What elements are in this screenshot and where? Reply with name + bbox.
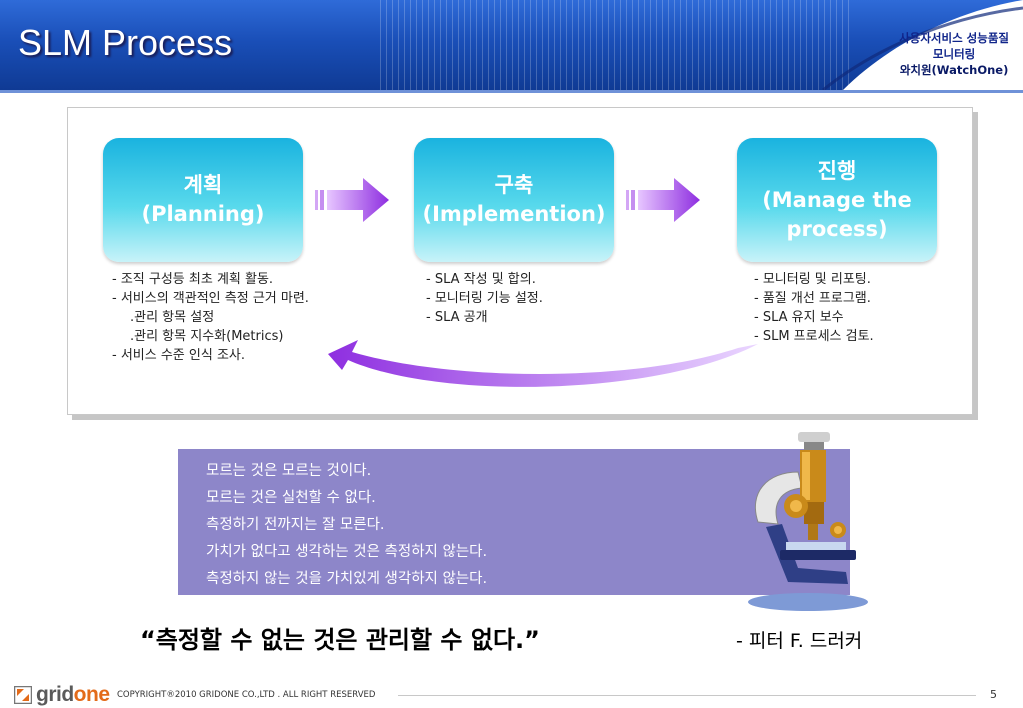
quote-line: 측정하기 전까지는 잘 모른다.	[206, 517, 385, 533]
logo-text-grid: grid	[36, 683, 74, 706]
planning-desc-item: - 서비스의 객관적인 측정 근거 마련.	[112, 291, 309, 306]
header-stripes	[380, 0, 850, 90]
step-planning-title: 계획	[183, 173, 223, 197]
cycle-return-arrow-icon	[328, 340, 758, 387]
step-implementation-box: 구축 (Implemention)	[414, 138, 614, 262]
step-implementation-subtitle: (Implemention)	[422, 202, 606, 226]
manage-description: - 모니터링 및 리포팅. - 품질 개선 프로그램. - SLA 유지 보수 …	[754, 270, 874, 346]
quote-author: - 피터 F. 드러커	[736, 630, 863, 652]
quote-lines: 모르는 것은 모르는 것이다. 모르는 것은 실천할 수 없다. 측정하기 전까…	[206, 458, 487, 593]
manage-desc-item: - 품질 개선 프로그램.	[754, 291, 871, 306]
step-manage-title: 진행	[817, 158, 857, 183]
microscope-icon	[748, 432, 868, 611]
step-planning-box: 계획 (Planning)	[103, 138, 303, 262]
implementation-desc-item: - 모니터링 기능 설정.	[426, 291, 543, 306]
manage-desc-item: - SLA 유지 보수	[754, 310, 844, 325]
planning-desc-item: - 서비스 수준 인식 조사.	[112, 348, 245, 363]
planning-desc-subitem: .관리 항목 지수화(Metrics)	[130, 329, 284, 344]
logo-text-one: one	[73, 683, 110, 706]
brand-line-3: 와치원(WatchOne)	[899, 63, 1009, 77]
planning-desc-subitem: .관리 항목 설정	[130, 310, 215, 325]
step-manage-subtitle-2: process)	[786, 216, 888, 241]
planning-description: - 조직 구성등 최초 계획 활동. - 서비스의 객관적인 측정 근거 마련.…	[112, 270, 309, 365]
right-arrow-icon	[315, 178, 389, 222]
step-implementation-title: 구축	[494, 173, 534, 197]
gridone-logo-text: gridone	[36, 683, 110, 707]
gridone-logo-mark-icon	[14, 686, 32, 704]
manage-desc-item: - SLM 프로세스 검토.	[754, 329, 874, 344]
quote-line: 측정하지 않는 것을 가치있게 생각하지 않는다.	[206, 571, 488, 587]
header-banner: SLM Process 사용자서비스 성능품질 모니터링 와치원(WatchOn…	[0, 0, 1023, 90]
quote-line: 가치가 없다고 생각하는 것은 측정하지 않는다.	[206, 544, 488, 560]
manage-desc-item: - 모니터링 및 리포팅.	[754, 272, 871, 287]
header-divider	[0, 90, 1023, 93]
page-title: SLM Process	[18, 22, 233, 63]
main-quote: “측정할 수 없는 것은 관리할 수 없다.”	[140, 626, 540, 654]
quote-line: 모르는 것은 실천할 수 없다.	[206, 490, 376, 506]
header-swoosh-graphic	[822, 0, 1023, 90]
step-manage-box: 진행 (Manage the process)	[737, 138, 937, 262]
copyright-text: COPYRIGHT®2010 GRIDONE CO.,LTD . ALL RIG…	[117, 690, 376, 700]
implementation-desc-item: - SLA 공개	[426, 310, 488, 325]
implementation-desc-item: - SLA 작성 및 합의.	[426, 272, 536, 287]
gridone-logo: gridone	[14, 683, 110, 707]
page-number: 5	[990, 688, 997, 701]
quote-line: 모르는 것은 모르는 것이다.	[206, 463, 372, 479]
footer-divider	[398, 695, 976, 696]
step-manage-subtitle-1: (Manage the	[762, 187, 912, 212]
right-arrow-icon	[626, 178, 700, 222]
brand-label: 사용자서비스 성능품질 모니터링 와치원(WatchOne)	[899, 30, 1009, 78]
step-planning-subtitle: (Planning)	[141, 202, 265, 226]
quote-box: 모르는 것은 모르는 것이다. 모르는 것은 실천할 수 없다. 측정하기 전까…	[178, 449, 850, 595]
planning-desc-item: - 조직 구성등 최초 계획 활동.	[112, 272, 274, 287]
implementation-description: - SLA 작성 및 합의. - 모니터링 기능 설정. - SLA 공개	[426, 270, 543, 327]
brand-line-1: 사용자서비스 성능품질	[899, 31, 1009, 45]
brand-line-2: 모니터링	[932, 47, 976, 61]
